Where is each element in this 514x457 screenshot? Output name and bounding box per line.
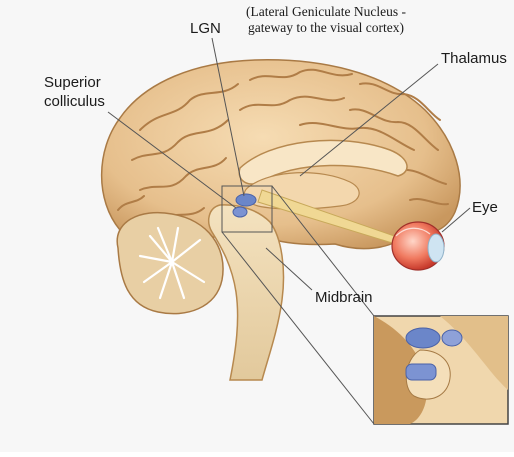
lgn-description-line2: gateway to the visual cortex) (228, 20, 424, 36)
eye-label: Eye (472, 199, 498, 216)
inset-zoom-panel (374, 316, 508, 424)
superior-colliculus-label-line2: colliculus (44, 93, 105, 110)
eye-illustration (392, 222, 444, 270)
lgn-description-line1: (Lateral Geniculate Nucleus - (228, 4, 424, 20)
midbrain-label: Midbrain (315, 289, 373, 306)
lgn-label: LGN (190, 20, 221, 37)
superior-colliculus-label-line1: Superior (44, 74, 101, 91)
thalamus-label: Thalamus (441, 50, 507, 67)
lgn-highlight (236, 194, 256, 206)
superior-colliculus-highlight (233, 207, 247, 217)
